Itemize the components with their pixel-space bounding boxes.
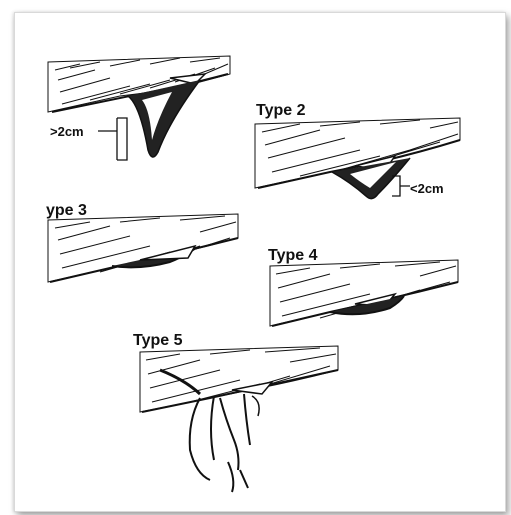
diagram-type5 xyxy=(0,0,511,515)
